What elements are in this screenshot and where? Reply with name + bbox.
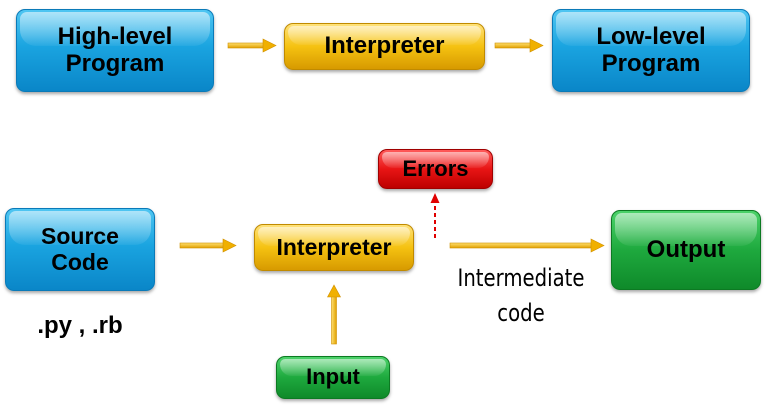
lowlevel-program-box: Low-level Program (552, 9, 750, 92)
source-code-label: Source Code (41, 223, 119, 275)
arrow-source-to-interpreter (179, 238, 237, 253)
errors-box: Errors (378, 149, 493, 189)
input-label: Input (306, 364, 360, 390)
interpreter-box-bottom: Interpreter (254, 224, 414, 271)
intermediate-code-label: Intermediate code (457, 264, 585, 327)
interpreter-label-top: Interpreter (324, 32, 445, 60)
highlevel-program-label: High-level Program (57, 23, 173, 77)
arrow-highlevel-to-interpreter (227, 38, 277, 53)
input-box: Input (276, 356, 390, 399)
lowlevel-program-label: Low-level Program (596, 23, 706, 77)
interpreter-box-top: Interpreter (284, 23, 485, 70)
arrow-input-to-interpreter (326, 284, 342, 345)
arrow-interpreter-to-errors (430, 193, 440, 238)
source-code-box: Source Code (5, 208, 155, 291)
output-label: Output (646, 235, 726, 263)
interpreter-label-bottom: Interpreter (276, 233, 392, 260)
output-box: Output (611, 210, 761, 290)
arrow-interpreter-to-lowlevel (494, 38, 544, 53)
errors-label: Errors (402, 155, 469, 181)
source-extensions-label: .py , .rb (37, 312, 123, 339)
highlevel-program-box: High-level Program (16, 9, 214, 92)
arrow-interpreter-to-output (449, 238, 605, 253)
